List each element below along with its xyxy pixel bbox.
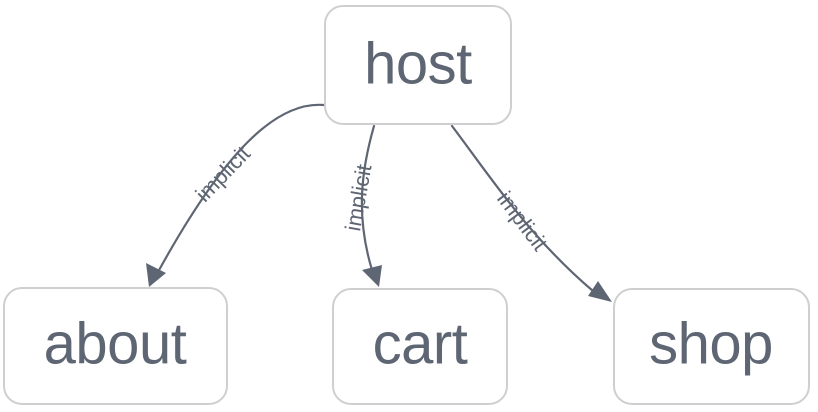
edge-host-cart-path (360, 124, 376, 272)
edge-host-cart-label: implicit (340, 162, 376, 233)
edge-host-shop[interactable]: implicit (450, 124, 612, 302)
node-shop-box (613, 288, 810, 405)
edge-host-about-label: implicit (190, 141, 255, 207)
edge-host-about-arrowhead (146, 263, 166, 287)
edge-host-cart-arrowhead (362, 265, 382, 287)
edge-host-shop-path (450, 124, 595, 293)
node-host-label: host (364, 31, 472, 96)
edge-host-cart[interactable]: implicit (340, 124, 382, 287)
node-host-box (324, 5, 512, 125)
node-cart-label: cart (373, 311, 468, 376)
node-about-box (3, 287, 228, 405)
edge-host-about[interactable]: implicit (146, 103, 326, 287)
node-about[interactable]: about (3, 287, 228, 405)
node-shop[interactable]: shop (613, 288, 810, 405)
node-host[interactable]: host (324, 5, 512, 125)
node-cart-box (332, 288, 508, 405)
node-about-label: about (44, 311, 187, 376)
edge-host-shop-label: implicit (492, 187, 552, 256)
edge-host-shop-arrowhead (588, 281, 612, 302)
node-shop-label: shop (649, 311, 773, 376)
node-cart[interactable]: cart (332, 288, 508, 405)
edge-host-about-path (156, 103, 326, 274)
